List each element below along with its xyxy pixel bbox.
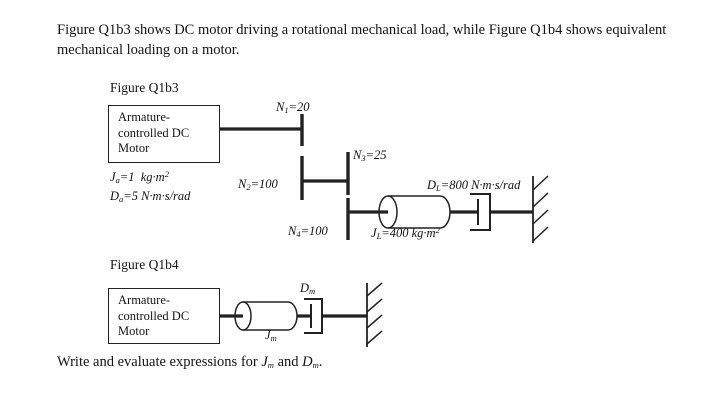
fig2-inertia-right-face xyxy=(287,301,298,331)
fig1-load-inertia-right-face xyxy=(439,195,451,229)
gear-n4-label: N4=100 xyxy=(288,224,328,239)
equivalent-damping-label: Dm xyxy=(300,281,316,296)
closing-middle: and xyxy=(273,354,303,370)
gear-n3-label: N3=25 xyxy=(353,148,387,163)
fig1-load-inertia-left-face xyxy=(378,195,398,229)
intro-paragraph: Figure Q1b3 shows DC motor driving a rot… xyxy=(57,22,667,58)
figure2-caption: Figure Q1b4 xyxy=(110,257,179,272)
figure2-motor-line3: Motor xyxy=(118,324,150,338)
equivalent-inertia-label: Jm xyxy=(265,328,277,343)
closing-symbol-dm: Dm xyxy=(302,354,319,370)
gear-n1-label: N1=20 xyxy=(276,100,310,115)
fig1-damper-cylinder xyxy=(470,193,491,231)
load-inertia-label: JL=400 kg·m2 xyxy=(371,225,440,241)
closing-paragraph: Write and evaluate expressions for Jm an… xyxy=(57,352,487,375)
gear-n2-label: N2=100 xyxy=(238,177,278,192)
figure1-motor-line1: Armature- xyxy=(118,110,171,124)
figure1-motor-line3: Motor xyxy=(118,141,150,155)
fig2-damper-cylinder xyxy=(304,298,323,334)
figure1-caption: Figure Q1b3 xyxy=(110,80,179,95)
closing-symbol-jm: Jm xyxy=(261,354,274,370)
fig1-wall-hatching xyxy=(532,175,549,242)
figure2-motor-block: Armature- controlled DC Motor xyxy=(108,288,220,344)
figure1-motor-parameters: Ja=1 kg·m2 Da=5 N·m·s/rad xyxy=(110,166,190,207)
figure2-motor-line1: Armature- xyxy=(118,293,171,307)
fig2-wall-hatching xyxy=(366,282,383,345)
figure1-motor-block: Armature- controlled DC Motor xyxy=(108,105,220,163)
load-damping-label: DL=800 N·m·s/rad xyxy=(427,178,521,193)
fig2-inertia-left-face xyxy=(234,301,252,331)
closing-suffix: . xyxy=(318,354,323,370)
figure2-motor-line2: controlled DC xyxy=(118,308,190,323)
figure1-motor-line2: controlled DC xyxy=(118,125,190,140)
closing-prefix: Write and evaluate expressions for xyxy=(57,354,262,370)
motor-inertia-label: Ja=1 kg·m2 xyxy=(110,169,169,185)
motor-damping-label: Da=5 N·m·s/rad xyxy=(110,189,191,204)
